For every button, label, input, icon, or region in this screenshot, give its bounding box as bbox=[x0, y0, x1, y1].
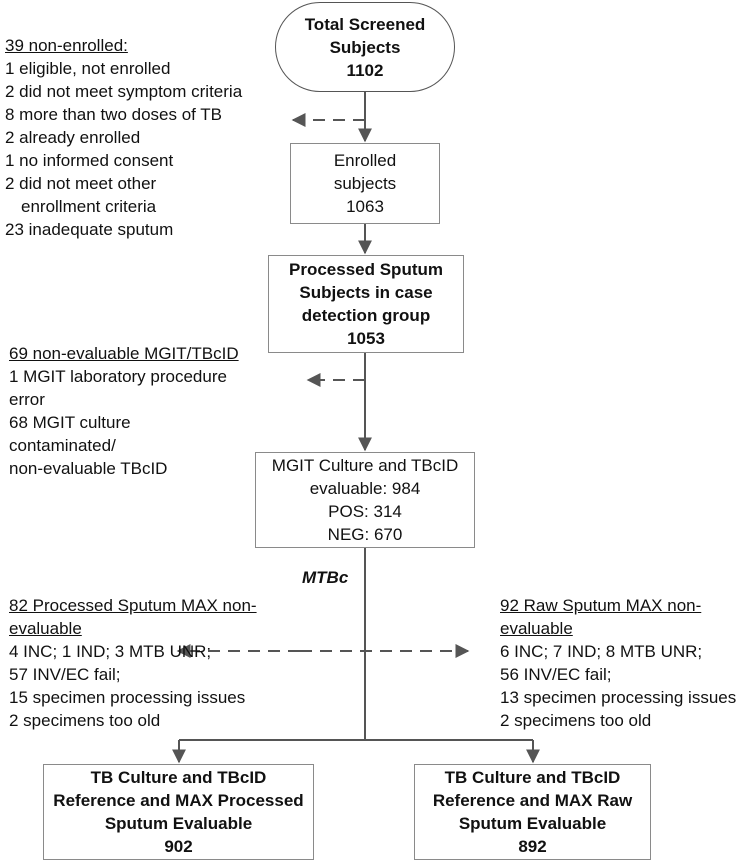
raw-max-item: 6 INC; 7 IND; 8 MTB UNR; bbox=[500, 642, 703, 661]
enrolled-box: Enrolled subjects 1063 bbox=[290, 143, 440, 224]
ref-processed-line-2: Reference and MAX Processed bbox=[53, 791, 304, 810]
raw-max-title-1: 92 Raw Sputum MAX non- bbox=[500, 596, 702, 615]
non-enrolled-item: 2 already enrolled bbox=[5, 128, 141, 147]
non-evaluable-mgit-item: 68 MGIT culture bbox=[9, 413, 131, 432]
ref-processed-line-1: TB Culture and TBcID bbox=[90, 768, 267, 787]
mgit-line-3: POS: 314 bbox=[328, 502, 402, 521]
non-evaluable-mgit-item: non-evaluable TBcID bbox=[9, 459, 168, 478]
total-screened-box: Total Screened Subjects 1102 bbox=[275, 2, 455, 92]
processed-max-title-2: evaluable bbox=[9, 619, 82, 638]
processed-max-item: 4 INC; 1 IND; 3 MTB UNR; bbox=[9, 642, 212, 661]
raw-max-title-2: evaluable bbox=[500, 619, 573, 638]
processed-line-3: detection group bbox=[301, 306, 431, 325]
ref-processed-box: TB Culture and TBcID Reference and MAX P… bbox=[43, 764, 314, 860]
processed-line-1: Processed Sputum bbox=[289, 260, 443, 279]
non-evaluable-mgit-item: error bbox=[9, 390, 45, 409]
ref-raw-line-2: Reference and MAX Raw bbox=[432, 791, 633, 810]
total-screened-count: 1102 bbox=[346, 60, 384, 80]
non-evaluable-mgit-title: 69 non-evaluable MGIT/TBcID bbox=[9, 344, 239, 363]
enrolled-count: 1063 bbox=[346, 197, 384, 216]
enrolled-line-2: subjects bbox=[333, 174, 397, 193]
non-enrolled-item: 8 more than two doses of TB bbox=[5, 105, 223, 124]
total-screened-title-1: Total Screened bbox=[304, 14, 426, 34]
processed-max-item: 15 specimen processing issues bbox=[9, 688, 246, 707]
mtbc-label: MTBc bbox=[302, 568, 349, 587]
non-enrolled-item: 23 inadequate sputum bbox=[5, 220, 174, 239]
ref-raw-line-1: TB Culture and TBcID bbox=[444, 768, 621, 787]
processed-max-note: 82 Processed Sputum MAX non- evaluable 4… bbox=[9, 594, 257, 732]
non-enrolled-title: 39 non-enrolled: bbox=[5, 36, 128, 55]
ref-processed-line-3: Sputum Evaluable bbox=[104, 814, 253, 833]
mgit-culture-box: MGIT Culture and TBcID evaluable: 984 PO… bbox=[255, 452, 475, 548]
non-enrolled-item: 2 did not meet symptom criteria bbox=[5, 82, 243, 101]
mgit-line-2: evaluable: 984 bbox=[309, 479, 421, 498]
mgit-line-4: NEG: 670 bbox=[327, 525, 403, 544]
ref-raw-line-3: Sputum Evaluable bbox=[458, 814, 607, 833]
processed-sputum-box: Processed Sputum Subjects in case detect… bbox=[268, 255, 464, 353]
non-evaluable-mgit-note: 69 non-evaluable MGIT/TBcID 1 MGIT labor… bbox=[9, 342, 239, 480]
enrolled-line-1: Enrolled bbox=[333, 151, 397, 170]
non-evaluable-mgit-item: 1 MGIT laboratory procedure bbox=[9, 367, 227, 386]
ref-raw-count: 892 bbox=[518, 837, 547, 856]
non-enrolled-item: enrollment criteria bbox=[21, 197, 157, 216]
non-enrolled-item: 2 did not meet other bbox=[5, 174, 157, 193]
raw-max-item: 56 INV/EC fail; bbox=[500, 665, 612, 684]
non-enrolled-note: 39 non-enrolled: 1 eligible, not enrolle… bbox=[5, 34, 242, 241]
non-enrolled-item: 1 eligible, not enrolled bbox=[5, 59, 171, 78]
raw-max-note: 92 Raw Sputum MAX non- evaluable 6 INC; … bbox=[500, 594, 736, 732]
processed-line-2: Subjects in case bbox=[299, 283, 433, 302]
total-screened-title-2: Subjects bbox=[329, 37, 401, 57]
processed-max-item: 2 specimens too old bbox=[9, 711, 161, 730]
raw-max-item: 2 specimens too old bbox=[500, 711, 652, 730]
non-enrolled-item: 1 no informed consent bbox=[5, 151, 174, 170]
ref-processed-count: 902 bbox=[164, 837, 193, 856]
processed-max-item: 57 INV/EC fail; bbox=[9, 665, 121, 684]
mgit-line-1: MGIT Culture and TBcID bbox=[271, 456, 459, 475]
processed-count: 1053 bbox=[347, 329, 385, 348]
processed-max-title-1: 82 Processed Sputum MAX non- bbox=[9, 596, 257, 615]
raw-max-item: 13 specimen processing issues bbox=[500, 688, 737, 707]
non-evaluable-mgit-item: contaminated/ bbox=[9, 436, 116, 455]
ref-raw-box: TB Culture and TBcID Reference and MAX R… bbox=[414, 764, 651, 860]
